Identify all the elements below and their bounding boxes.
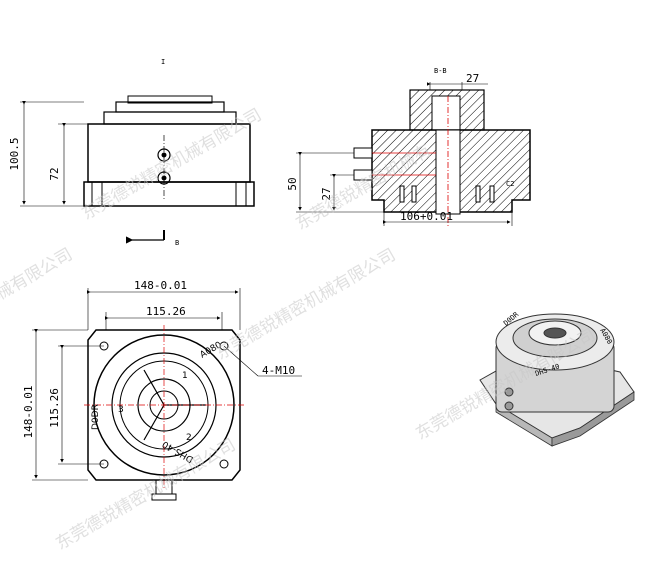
dim-27-side: 27 (320, 187, 333, 200)
isometric-view: DHS-40 D0DR A080 (479, 310, 635, 447)
watermark: 东莞德锐精密机械有限公司 (213, 245, 400, 364)
watermark: 东莞德锐精密机械有限公司 (53, 435, 240, 554)
top-view: 148-0.01 115.26 1 2 3 A080 DHS-40 D0DR (22, 279, 302, 501)
section-note: C2 (506, 180, 514, 188)
dim-106: 106+0.01 (400, 210, 453, 223)
dim-115-top: 115.26 (146, 305, 186, 318)
marking-d0dr: D0DR (91, 404, 101, 430)
dim-100-5: 100.5 (8, 137, 21, 170)
jaw-2-label: 2 (186, 433, 192, 443)
dim-50: 50 (286, 177, 299, 190)
thread-callout: 4-M10 (262, 364, 295, 377)
fitting-icon (504, 401, 514, 411)
dim-148-left: 148-0.01 (22, 386, 35, 439)
fitting-icon (504, 387, 514, 397)
jaw-1-label: 1 (182, 371, 188, 381)
dim-148-top: 148-0.01 (134, 279, 187, 292)
front-view-mark: I (161, 58, 165, 66)
jaw-3-label: 3 (118, 405, 124, 415)
section-view: B-B 27 50 27 106+0.01 C2 (286, 67, 531, 226)
dim-115-left: 115.26 (48, 388, 61, 428)
dim-27-top: 27 (466, 72, 479, 85)
section-label: B-B (434, 67, 447, 75)
view-arrow-mark: B (175, 239, 179, 247)
watermark: 械有限公司 (0, 245, 76, 305)
front-view: I 100.5 72 B (8, 58, 255, 247)
dim-72: 72 (48, 167, 61, 180)
